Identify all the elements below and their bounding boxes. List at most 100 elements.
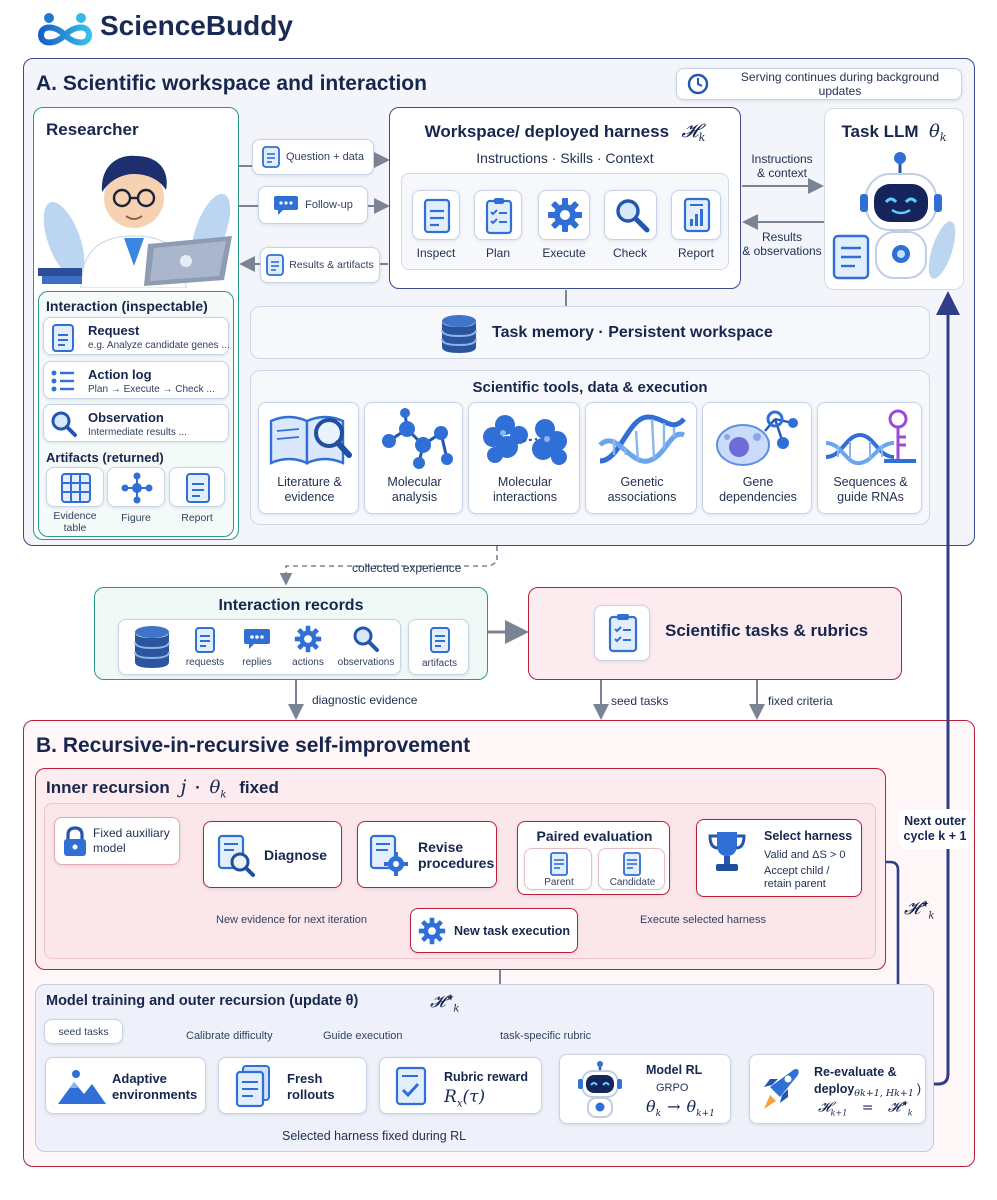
tool-gene-dependencies-line2: dependencies — [719, 490, 797, 504]
infinity-logo-icon — [37, 11, 93, 47]
reevaluate-deploy-step[interactable]: Re-evaluate & deployθk+1, Hk+1) 𝓗k+1 = 𝓗… — [749, 1054, 926, 1124]
researcher-title: Researcher — [46, 120, 139, 139]
observation-card[interactable]: Observation Intermediate results ... — [43, 404, 229, 442]
select-line-retain: retain parent — [764, 878, 826, 890]
observations-line: & observations — [742, 244, 822, 258]
rubric-reward-step[interactable]: Rubric reward Rx(τ) — [379, 1057, 542, 1114]
magnifier-icon — [50, 410, 78, 438]
adaptive-line2: environments — [112, 1087, 198, 1102]
harness-star-sub: k — [928, 910, 935, 922]
tool-sequences-guide-rnas-line1: Sequences & — [833, 475, 908, 489]
revise-line2: procedures — [418, 855, 495, 871]
tool-molecular-analysis-line2: analysis — [391, 490, 438, 504]
artifact-report[interactable] — [169, 467, 225, 507]
revise-line1: Revise — [418, 839, 464, 855]
request-card[interactable]: Request e.g. Analyze candidate genes ... — [43, 317, 230, 355]
deploy-args: θk+1, Hk+1 — [854, 1088, 914, 1099]
action-log-card[interactable]: Action log Plan → Execute → Check ... — [43, 361, 229, 399]
cell-network-icon — [713, 407, 803, 469]
training-harness-symbol: 𝓗 — [430, 992, 446, 1012]
results-artifacts-message[interactable]: Results & artifacts — [260, 247, 380, 283]
rubric-formula-sub: x — [456, 1098, 463, 1110]
database-icon — [438, 313, 480, 355]
harness-star-label: 𝓗★k — [904, 898, 934, 922]
artifact-figure[interactable] — [107, 467, 165, 507]
step-execute[interactable] — [538, 190, 590, 240]
rubric-reward-label: Rubric reward — [444, 1070, 529, 1084]
observation-title: Observation — [88, 410, 164, 425]
request-sub: e.g. Analyze candidate genes ... — [88, 340, 230, 351]
researcher-illustration — [36, 140, 236, 288]
fresh-line1: Fresh — [287, 1071, 323, 1086]
lock-icon — [62, 826, 88, 858]
tool-molecular-interactions-line1: Molecular — [497, 475, 553, 489]
records-artifacts-card: artifacts — [408, 619, 469, 675]
adaptive-line1: Adaptive — [112, 1071, 167, 1086]
follow-up-label: Follow-up — [305, 199, 353, 211]
new-evidence-label: New evidence for next iteration — [216, 914, 368, 926]
artifact-label-1: Figure — [121, 512, 151, 524]
step-label-execute: Execute — [542, 246, 586, 260]
serving-note-text: Serving continues during background upda… — [740, 70, 940, 98]
inner-j-symbol: j — [180, 776, 187, 798]
observation-sub: Intermediate results ... — [88, 427, 187, 438]
results-artifacts-label: Results & artifacts — [289, 259, 374, 271]
deploy-row: deployθk+1, Hk+1) — [814, 1082, 921, 1099]
model-rl-step[interactable]: Model RL GRPO θk→θk+1 — [559, 1054, 731, 1124]
step-report[interactable] — [671, 190, 721, 240]
task-memory-bar — [250, 306, 930, 359]
tools-title: Scientific tools, data & execution — [472, 379, 708, 396]
fixed-criteria-label: fixed criteria — [768, 694, 833, 708]
model-rl-label: Model RL — [646, 1063, 703, 1077]
document-gear-icon — [368, 834, 410, 878]
paired-evaluation-step[interactable]: Paired evaluation Parent Candidate — [517, 821, 670, 895]
new-task-execution-step[interactable]: New task execution — [410, 908, 578, 953]
magnifier-icon — [352, 625, 380, 653]
diagnose-label: Diagnose — [264, 847, 328, 863]
rubric-formula-r: R — [444, 1087, 457, 1107]
step-check[interactable] — [604, 190, 657, 240]
tool-sequences-guide-rnas[interactable]: Sequences &guide RNAs — [817, 402, 922, 514]
gear-icon — [294, 625, 322, 653]
new-task-execution-label: New task execution — [453, 923, 570, 938]
tool-gene-dependencies-line1: Gene — [742, 475, 774, 489]
next-outer-cycle-label: Next outer cycle k + 1 — [899, 809, 971, 849]
training-harness-sub: k — [453, 1003, 460, 1015]
parent-label: Parent — [544, 877, 574, 888]
trophy-icon — [707, 830, 747, 874]
artifact-evidence-table[interactable] — [46, 467, 104, 507]
harness-star-mark: ★ — [920, 900, 929, 910]
document-icon — [622, 852, 642, 876]
diagnose-step[interactable]: Diagnose — [203, 821, 342, 888]
molecule-icon — [375, 407, 455, 471]
brand-name: ScienceBuddy — [100, 10, 293, 41]
step-label-report: Report — [677, 246, 715, 260]
document-icon — [50, 324, 76, 352]
workspace-subtitle: Instructions · Skills · Context — [476, 150, 654, 166]
step-inspect[interactable] — [412, 190, 460, 240]
artifact-label-0: Evidence table — [53, 510, 97, 534]
step-label-plan: Plan — [485, 246, 511, 260]
follow-up-message[interactable]: Follow-up — [258, 186, 368, 224]
fresh-line2: rollouts — [287, 1087, 335, 1102]
rocket-icon — [760, 1065, 802, 1113]
tool-genetic-associations-line1: Genetic — [620, 475, 664, 489]
tool-literature[interactable]: Literature &evidence — [258, 402, 359, 514]
instructions-line: Instructions — [751, 152, 813, 166]
question-data-message[interactable]: Question + data — [252, 139, 374, 175]
rubric-formula: Rx(τ) — [444, 1087, 485, 1109]
select-harness-title: Select harness — [764, 829, 853, 843]
step-plan[interactable] — [474, 190, 522, 240]
